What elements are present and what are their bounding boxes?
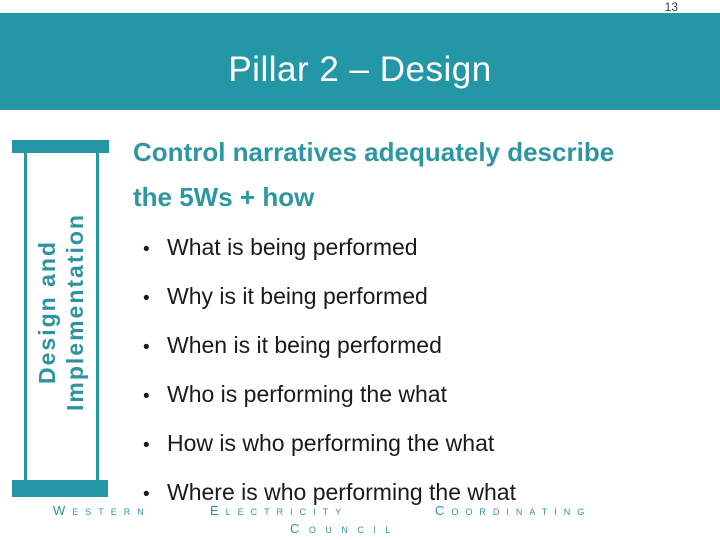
bullet-text: What is being performed: [167, 234, 418, 260]
list-item: • How is who performing the what: [143, 420, 693, 469]
sidebar-right-rule: [96, 150, 99, 483]
sidebar-bottom-bar: [12, 480, 108, 497]
page-number: 13: [664, 0, 678, 14]
bullet-marker: •: [143, 239, 150, 260]
footer-word-western: Western: [53, 503, 151, 518]
bullet-list: • What is being performed • Why is it be…: [133, 224, 693, 518]
bullet-text: How is who performing the what: [167, 430, 495, 456]
list-item: • Why is it being performed: [143, 273, 693, 322]
title-bar: Pillar 2 – Design: [0, 13, 720, 110]
bullet-marker: •: [143, 386, 150, 407]
bullet-text: When is it being performed: [167, 332, 442, 358]
content-heading: Control narratives adequately describe t…: [133, 130, 693, 220]
bullet-marker: •: [143, 484, 150, 505]
bullet-marker: •: [143, 337, 150, 358]
heading-line1: Control narratives adequately describe: [133, 137, 615, 167]
footer-word-electricity: Electricity: [210, 503, 349, 518]
sidebar-label-line1: Design and: [34, 240, 60, 384]
bullet-marker: •: [143, 288, 150, 309]
footer-word-coordinating: Coordinating: [435, 503, 592, 518]
sidebar-top-bar: [12, 140, 109, 153]
bullet-text: Why is it being performed: [167, 283, 428, 309]
sidebar-label-line2: Implementation: [62, 213, 88, 411]
slide-body: Control narratives adequately describe t…: [133, 130, 693, 518]
bullet-text: Where is who performing the what: [167, 479, 516, 505]
list-item: • What is being performed: [143, 224, 693, 273]
list-item: • Where is who performing the what: [143, 469, 693, 518]
bullet-text: Who is performing the what: [167, 381, 447, 407]
sidebar-left-rule: [24, 150, 27, 483]
list-item: • Who is performing the what: [143, 371, 693, 420]
slide-title: Pillar 2 – Design: [228, 49, 492, 89]
list-item: • When is it being performed: [143, 322, 693, 371]
heading-line2: the 5Ws + how: [133, 182, 315, 212]
footer-word-council: Council: [290, 521, 400, 536]
sidebar-vertical-label: Design and Implementation: [33, 213, 89, 411]
bullet-marker: •: [143, 435, 150, 456]
